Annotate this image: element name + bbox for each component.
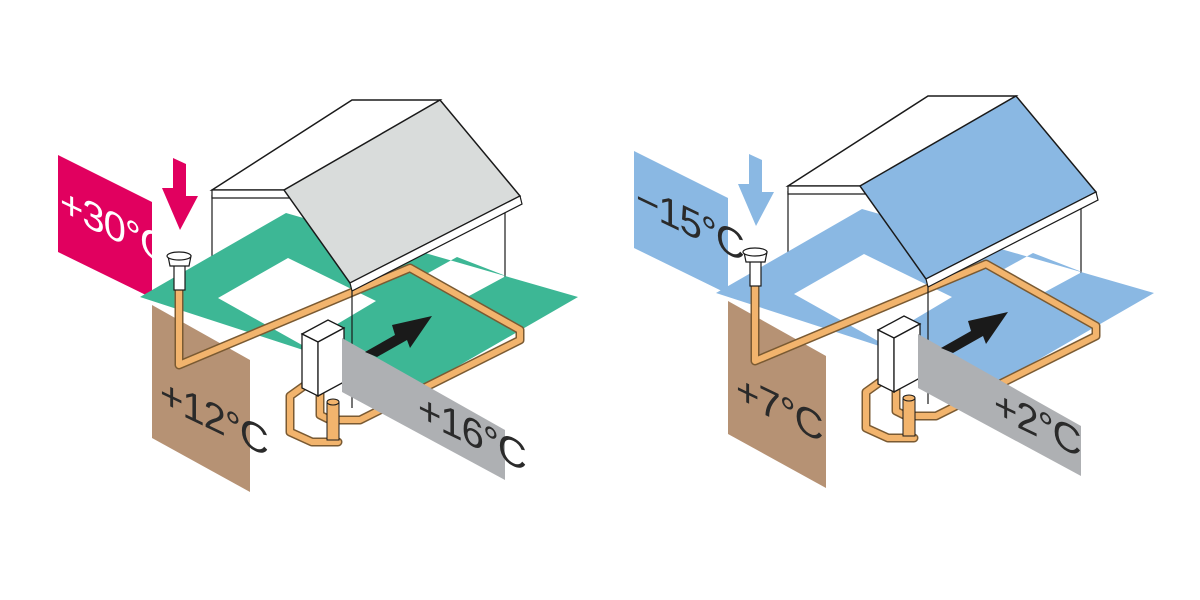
winter-air-temperature-panel [634, 151, 728, 294]
winter-outlet-temperature: +2°C [994, 380, 1080, 466]
summer-inlet-arrow-icon [162, 158, 198, 230]
winter-inlet-arrow-icon [738, 154, 774, 226]
summer-panel: +30°C +12°C +16°C [58, 100, 578, 492]
summer-outlet-temperature: +16°C [418, 384, 526, 480]
winter-house-scene [716, 95, 1154, 488]
summer-air-temperature-panel [58, 155, 152, 298]
winter-panel: −15°C +7°C +2°C [634, 95, 1154, 488]
